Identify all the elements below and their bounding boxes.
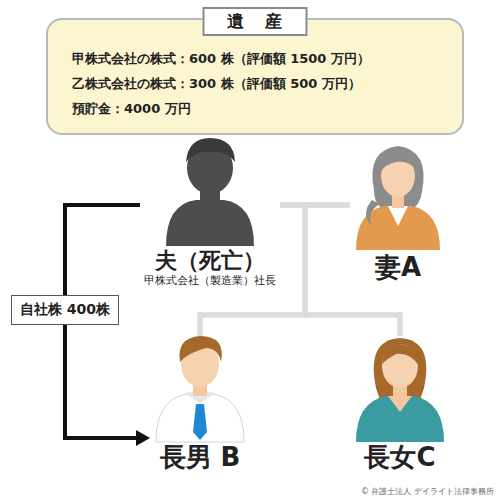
arrow-head xyxy=(136,430,150,446)
transfer-arrow xyxy=(65,205,150,446)
estate-item: 預貯金：4000 万円 xyxy=(72,96,448,121)
edge-label: 自社株 400株 xyxy=(11,295,119,325)
person-title: 甲株式会社（製造業）社長 xyxy=(144,274,276,288)
person-name: 妻A xyxy=(354,252,442,283)
daughter-figure xyxy=(356,338,444,442)
wife-figure xyxy=(356,146,440,250)
wife-node: 妻A xyxy=(350,142,446,283)
son-node: 長男 B xyxy=(150,334,250,473)
husband-node: 夫（死亡）甲株式会社（製造業）社長 xyxy=(140,138,280,289)
estate-box: 遺 産甲株式会社の株式：600 株（評価額 1500 万円）乙株式会社の株式：3… xyxy=(46,18,464,135)
estate-item: 甲株式会社の株式：600 株（評価額 1500 万円） xyxy=(72,46,448,71)
son-figure xyxy=(156,336,244,442)
daughter-node: 長女C xyxy=(350,334,450,473)
estate-item: 乙株式会社の株式：300 株（評価額 500 万円） xyxy=(72,71,448,96)
person-name: 夫（死亡） xyxy=(144,248,276,274)
watermark: © 弁護士法人 デイライト法律事務所 xyxy=(361,486,494,497)
husband-figure xyxy=(166,138,254,246)
person-name: 長女C xyxy=(354,442,446,473)
estate-heading: 遺 産 xyxy=(203,7,308,36)
person-name: 長男 B xyxy=(154,442,246,473)
